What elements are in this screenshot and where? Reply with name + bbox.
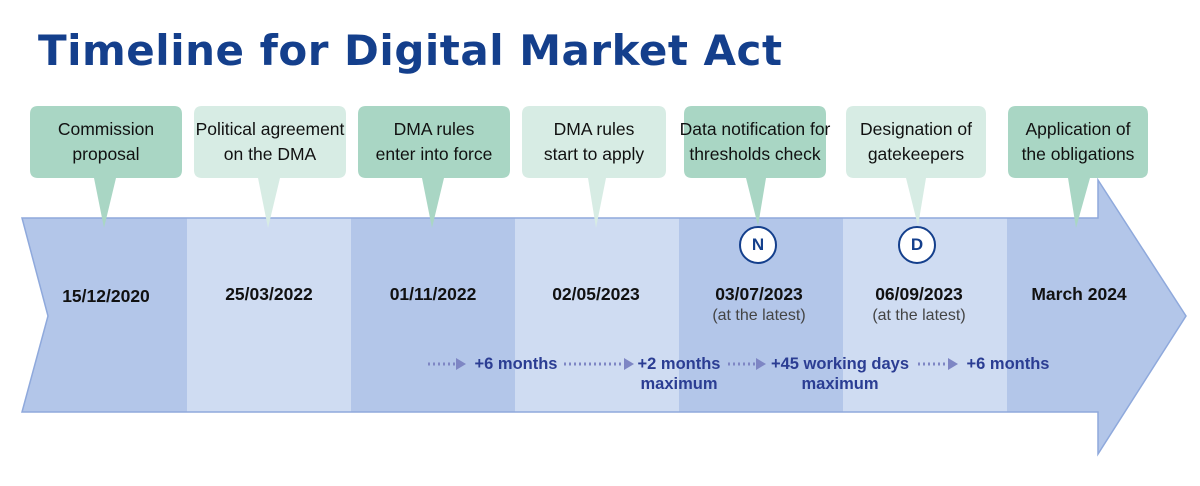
milestone-6-label: Designation of gatekeepers xyxy=(860,119,972,164)
bubble-7 xyxy=(1008,106,1148,228)
duration-arrowhead-3 xyxy=(756,358,766,370)
bubble-4 xyxy=(522,106,666,228)
milestone-2-label: Political agreement on the DMA xyxy=(195,119,345,164)
milestone-6-note: (at the latest) xyxy=(872,307,966,324)
milestone-7-date: March 2024 xyxy=(1031,284,1127,304)
timeline-band-4 xyxy=(515,180,679,454)
duration-arrowhead-1 xyxy=(456,358,466,370)
milestone-6-date: 06/09/2023 xyxy=(875,284,963,304)
milestone-5-note: (at the latest) xyxy=(712,307,806,324)
duration-arrowhead-2 xyxy=(624,358,634,370)
milestone-3-label: DMA rules enter into force xyxy=(375,119,493,164)
milestone-3-date: 01/11/2022 xyxy=(389,284,477,304)
duration-1-label: +6 months xyxy=(474,355,558,373)
duration-3-label: +45 working days maximum xyxy=(770,355,910,393)
arrow-outline xyxy=(21,177,1187,457)
timeline-band-1 xyxy=(22,180,187,454)
duration-4-label: +6 months xyxy=(966,355,1050,373)
milestone-5-date: 03/07/2023 xyxy=(715,284,803,304)
notification-marker: N xyxy=(739,226,777,264)
milestone-1-date: 15/12/2020 xyxy=(62,286,150,306)
duration-arrowhead-4 xyxy=(948,358,958,370)
bubble-5 xyxy=(684,106,826,226)
timeline-band-2 xyxy=(187,180,351,454)
milestone-5-label: Data notification for thresholds check xyxy=(679,119,831,164)
duration-2-label: +2 months maximum xyxy=(637,355,721,393)
milestone-2-date: 25/03/2022 xyxy=(225,284,313,304)
milestone-4-label: DMA rules start to apply xyxy=(543,119,645,164)
bubble-6 xyxy=(846,106,986,226)
timeline-band-5 xyxy=(679,180,843,454)
bubble-3 xyxy=(358,106,510,228)
timeline-band-7 xyxy=(1007,180,1186,454)
milestone-1-label: Commission proposal xyxy=(57,119,155,164)
bubble-2 xyxy=(194,106,346,228)
timeline-band-3 xyxy=(351,180,515,454)
designation-marker: D xyxy=(898,226,936,264)
bubble-1 xyxy=(30,106,182,228)
timeline-band-6 xyxy=(843,180,1007,454)
page-title: Timeline for Digital Market Act xyxy=(38,26,783,75)
milestone-4-date: 02/05/2023 xyxy=(552,284,640,304)
milestone-7-label: Application of the obligations xyxy=(1021,119,1135,164)
